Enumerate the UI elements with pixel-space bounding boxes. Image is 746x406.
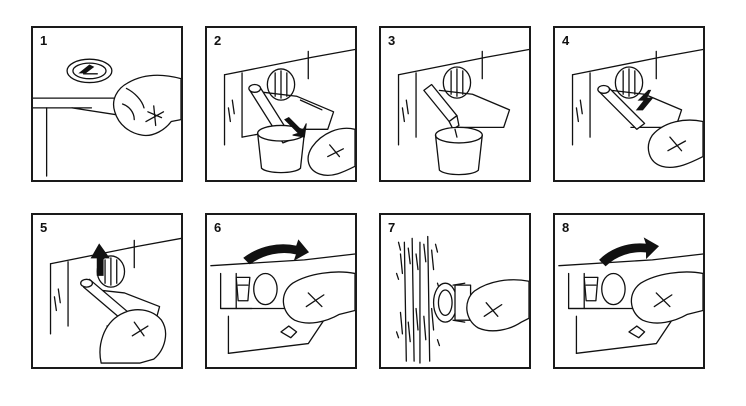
step-1-panel: 1 [31, 26, 183, 182]
step-8-panel: 8 [553, 213, 705, 369]
pump-filter-icon [584, 277, 598, 300]
hand-icon [648, 120, 703, 167]
pump-filter-icon [236, 277, 250, 300]
step-3-illustration [381, 28, 529, 180]
drain-hose-icon [598, 86, 645, 130]
step-6-illustration [207, 215, 355, 367]
coin-icon [67, 59, 112, 82]
hand-icon [100, 310, 166, 363]
step-5-panel: 5 [31, 213, 183, 369]
rotate-right-arrow-icon [600, 238, 658, 265]
step-7-number: 7 [388, 220, 396, 235]
step-1-number: 1 [40, 33, 48, 48]
step-7-illustration [381, 215, 529, 367]
step-6-panel: 6 [205, 213, 357, 369]
drain-hose-icon [424, 85, 459, 130]
step-5-number: 5 [40, 220, 48, 235]
arrow-icon [637, 90, 653, 109]
water-container-icon [436, 127, 483, 174]
hand-icon [254, 272, 355, 323]
pump-cover-icon [267, 69, 294, 100]
step-2-number: 2 [214, 33, 222, 48]
arrow-icon [285, 118, 306, 137]
step-7-panel: 7 [379, 213, 531, 369]
hand-icon [308, 128, 355, 175]
step-3-panel: 3 [379, 26, 531, 182]
step-5-illustration [33, 215, 181, 367]
step-6-number: 6 [214, 220, 222, 235]
rotate-left-arrow-icon [244, 240, 308, 263]
step-4-number: 4 [562, 33, 570, 48]
step-2-panel: 2 [205, 26, 357, 182]
pump-cover-icon [615, 67, 642, 98]
step-4-illustration [555, 28, 703, 180]
hand-icon [467, 280, 529, 331]
step-2-illustration [207, 28, 355, 180]
pump-filter-icon [434, 283, 471, 322]
step-4-panel: 4 [553, 26, 705, 182]
water-stream-icon [397, 236, 440, 363]
pump-cover-icon [443, 67, 470, 98]
step-3-number: 3 [388, 33, 396, 48]
step-8-number: 8 [562, 220, 570, 235]
hand-icon [602, 272, 703, 323]
hand-icon [72, 75, 181, 135]
step-8-illustration [555, 215, 703, 367]
arrow-icon [91, 244, 109, 275]
step-1-illustration [33, 28, 181, 180]
